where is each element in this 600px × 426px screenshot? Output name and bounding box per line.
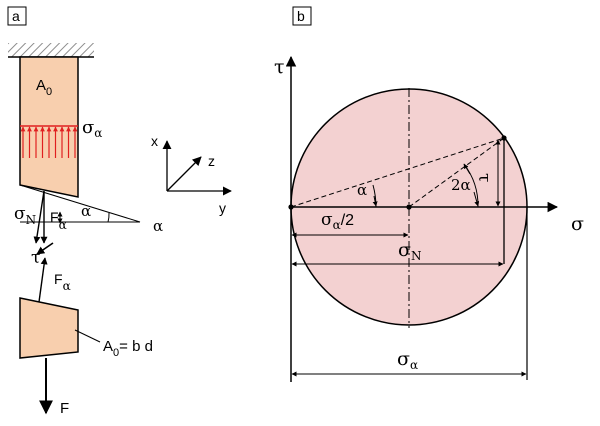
chord-line xyxy=(290,137,505,208)
ceiling-support xyxy=(8,43,94,57)
two-alpha-arc-arrow2 xyxy=(463,163,471,175)
sigma-n-vector xyxy=(33,190,45,244)
center-point xyxy=(406,204,412,210)
sigma-n-label: σN xyxy=(14,204,36,227)
area-leader xyxy=(74,329,101,343)
two-alpha-label: 2α xyxy=(451,176,471,194)
axis-x-label: x xyxy=(151,133,158,149)
axis-y-label: y xyxy=(219,200,226,216)
tau-label: τ xyxy=(31,248,40,268)
alpha-far-label: α xyxy=(153,217,163,235)
panel-b-tag: b xyxy=(297,8,305,24)
sigma-alpha-label: σα xyxy=(82,117,102,140)
panel-b: b τ σ α 2α τ σα/2 σN xyxy=(274,6,584,382)
area-label: A0 xyxy=(36,77,52,98)
f-alpha-lower-label: Fα xyxy=(54,271,71,293)
sigma-n-label-b: σN xyxy=(398,239,421,263)
tau-value-label: τ xyxy=(474,173,494,182)
panel-b-tag-box xyxy=(292,6,312,26)
two-alpha-arc-arrow xyxy=(473,191,480,207)
panel-a-tag-box xyxy=(7,6,27,26)
alpha-arc xyxy=(107,212,110,223)
sigma-alpha-label-b: σα xyxy=(397,348,418,372)
inclination-line xyxy=(19,184,141,223)
left-point xyxy=(288,204,294,210)
alpha-arc-b-arrow xyxy=(372,195,378,207)
tau-axis-label: τ xyxy=(274,56,285,78)
alpha-angle-label: α xyxy=(357,181,367,199)
area-formula: A0= b d xyxy=(103,338,153,359)
lower-body xyxy=(19,297,79,359)
tau-vector xyxy=(36,242,54,255)
alpha-arc-b xyxy=(372,184,377,208)
axis-z-label: z xyxy=(208,153,215,169)
alpha-label: α xyxy=(81,202,91,220)
panel-a-tag: a xyxy=(12,8,20,24)
radius-line xyxy=(408,137,505,208)
stress-point xyxy=(501,135,507,141)
f-alpha-label: Fα xyxy=(50,209,67,232)
stress-arrows xyxy=(20,125,78,158)
half-sigma-label: σα/2 xyxy=(321,210,354,232)
coordinate-axes xyxy=(162,140,232,196)
force-f-label: F xyxy=(60,400,69,417)
f-alpha-lower-vector xyxy=(38,257,48,303)
sigma-axis-label: σ xyxy=(571,213,584,235)
panel-a: a A0 σα x z y xyxy=(7,6,232,417)
